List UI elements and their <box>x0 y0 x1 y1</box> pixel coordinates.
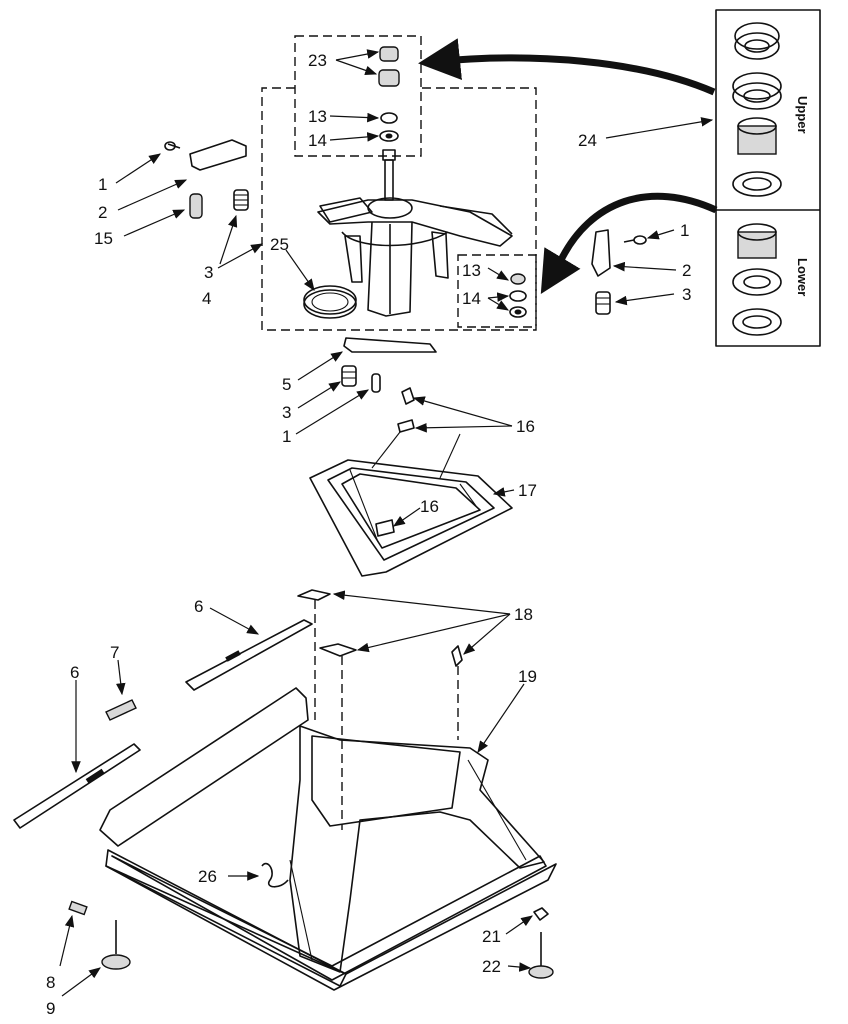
transmission-assembly-box <box>261 87 537 331</box>
callout-24: 24 <box>578 131 597 150</box>
right-bracket-hardware <box>591 229 647 315</box>
callout-6-upper: 6 <box>194 597 203 616</box>
base-frame-part-19 <box>99 687 557 991</box>
callout-9: 9 <box>46 999 55 1018</box>
brace-part-6-upper <box>185 619 313 691</box>
callout-3-left: 3 <box>204 263 213 282</box>
callout-6-lower: 6 <box>70 663 79 682</box>
lower-label: Lower <box>795 258 810 296</box>
plates-part-18 <box>297 589 463 667</box>
callout-3-right: 3 <box>682 285 691 304</box>
left-bracket-hardware <box>164 139 249 219</box>
callout-19: 19 <box>518 667 537 686</box>
upper-bearing-stack <box>378 46 400 142</box>
callout-7: 7 <box>110 643 119 662</box>
clips-part-16 <box>375 387 415 537</box>
transmission-assembly <box>317 149 513 317</box>
lower-bearing-parts <box>732 223 782 336</box>
callout-labels: 1 2 15 3 4 25 23 13 14 24 1 2 3 13 14 5 … <box>46 51 691 1018</box>
callout-13-lower: 13 <box>462 261 481 280</box>
callout-16-lower: 16 <box>420 497 439 516</box>
callout-8: 8 <box>46 973 55 992</box>
callout-15: 15 <box>94 229 113 248</box>
lower-bearing-stack <box>509 273 527 318</box>
callout-2-right: 2 <box>682 261 691 280</box>
callout-3-lower: 3 <box>282 403 291 422</box>
callout-13-upper: 13 <box>308 107 327 126</box>
upper-bearing-arrow <box>418 38 716 96</box>
suspension-frame-part-17 <box>309 431 513 577</box>
upper-bearing-box <box>294 35 422 157</box>
clip-part-26 <box>261 862 289 888</box>
callout-5: 5 <box>282 375 291 394</box>
spring-part-7 <box>105 699 137 721</box>
callout-1-left: 1 <box>98 175 107 194</box>
leveling-foot-right <box>528 907 554 979</box>
callout-1-right: 1 <box>680 221 689 240</box>
lower-bearing-arrow <box>540 192 718 295</box>
callout-18: 18 <box>514 605 533 624</box>
callout-16-upper: 16 <box>516 417 535 436</box>
callout-22: 22 <box>482 957 501 976</box>
callout-21: 21 <box>482 927 501 946</box>
callout-23: 23 <box>308 51 327 70</box>
upper-label: Upper <box>795 96 810 134</box>
seal-part-25 <box>303 285 357 319</box>
callout-25: 25 <box>270 235 289 254</box>
callout-14-lower: 14 <box>462 289 481 308</box>
leveling-foot-left <box>68 900 131 970</box>
bearing-kit-inset: Upper Lower <box>715 9 821 347</box>
lower-bearing-box <box>457 254 537 328</box>
callout-4: 4 <box>202 289 211 308</box>
callout-2-left: 2 <box>98 203 107 222</box>
lower-bracket-hardware <box>341 337 437 393</box>
upper-bearing-parts <box>732 22 782 197</box>
leader-lines <box>59 49 714 997</box>
brace-part-6-lower <box>13 743 141 829</box>
callout-26: 26 <box>198 867 217 886</box>
callout-1-lower: 1 <box>282 427 291 446</box>
callout-14-upper: 14 <box>308 131 327 150</box>
callout-17: 17 <box>518 481 537 500</box>
